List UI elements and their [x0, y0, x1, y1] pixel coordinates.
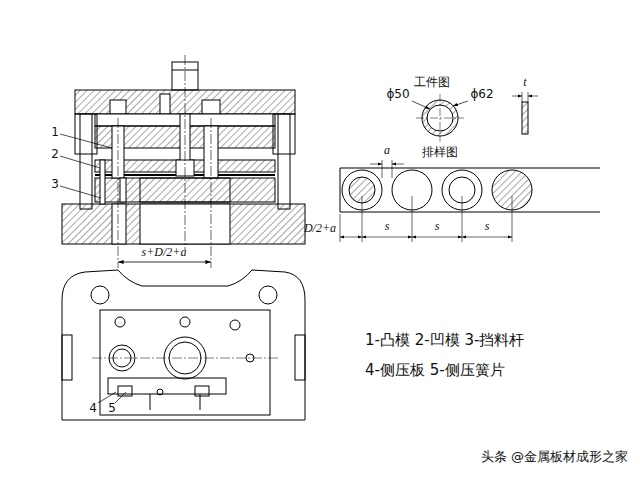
dimension-label: t [523, 76, 526, 90]
callout-number: 4 [89, 402, 97, 416]
dimension-label: s [385, 220, 390, 234]
callout-number: 3 [51, 178, 59, 192]
parts-list: 4-侧压板 5-侧压簧片 [365, 362, 505, 379]
strip-layout [340, 160, 600, 242]
dimension-label: ϕ62 [470, 88, 493, 102]
view-title: 工件图 [414, 76, 450, 90]
view-title: 排样图 [422, 146, 458, 160]
plan-view [62, 270, 305, 420]
section-view [60, 55, 305, 268]
dimension-label: D/2+a [304, 222, 336, 236]
callout-number: 5 [108, 402, 116, 416]
callout-number: 2 [51, 148, 59, 162]
dimension-label: ϕ50 [386, 88, 409, 102]
dimension-label: s [435, 220, 440, 234]
dimension-label: s [485, 220, 490, 234]
dimension-label: a [384, 144, 390, 158]
watermark: 头条 @金属板材成形之家 [481, 450, 628, 465]
dimension-label: s+D/2+a [142, 246, 187, 260]
parts-list: 1-凸模 2-凹模 3-挡料杆 [365, 332, 524, 349]
callout-number: 1 [51, 126, 59, 140]
